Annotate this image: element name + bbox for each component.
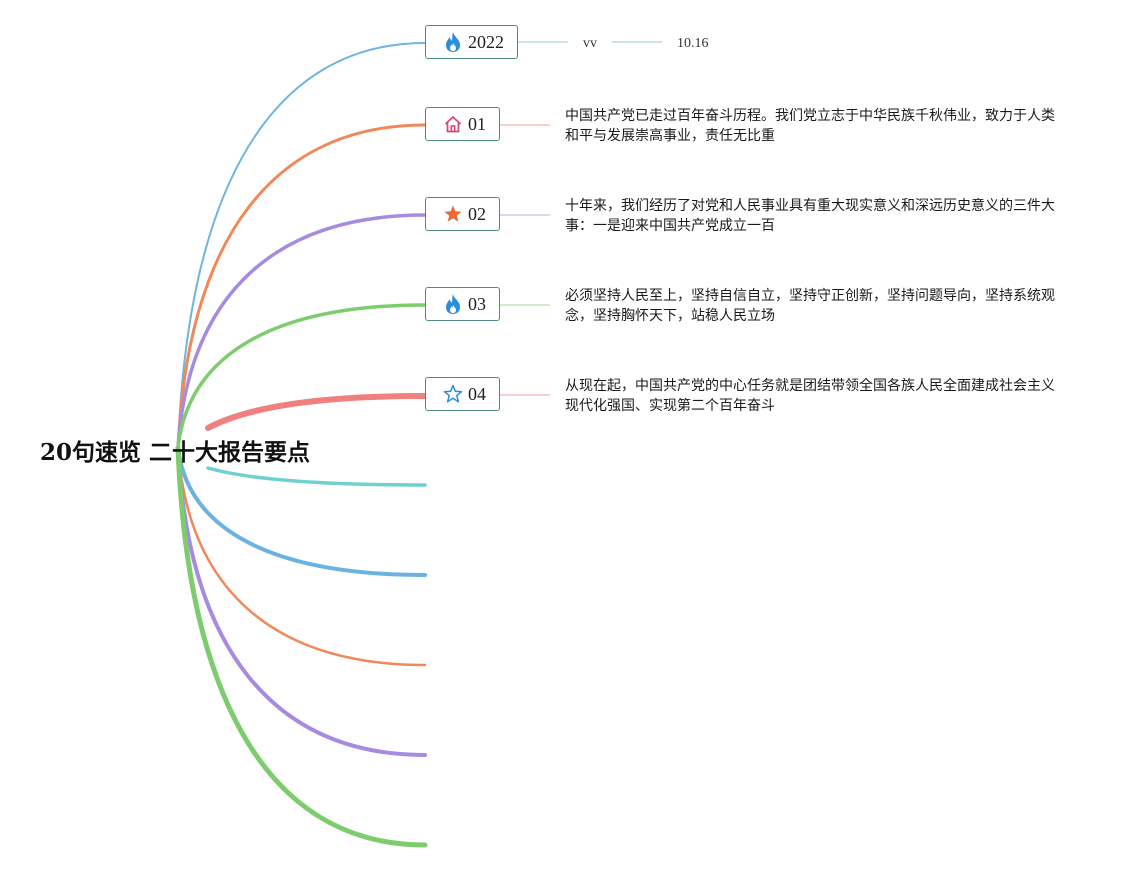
- node-label: 01: [468, 113, 486, 134]
- topic-node-03[interactable]: 03: [425, 287, 500, 321]
- topic-text-01: 中国共产党已走过百年奋斗历程。我们党立志于中华民族千秋伟业，致力于人类和平与发展…: [565, 108, 1055, 144]
- branch-line-8: [176, 446, 427, 667]
- branch-line-1: [177, 42, 426, 449]
- note-date: 10.16: [677, 36, 709, 51]
- node-label: 02: [468, 203, 486, 224]
- topic-node-02[interactable]: 02: [425, 197, 500, 231]
- topic-node-2022[interactable]: 2022: [425, 25, 518, 59]
- topic-text-02: 十年来，我们经历了对党和人民事业具有重大现实意义和深远历史意义的三件大事：一是迎…: [565, 198, 1055, 234]
- topic-text-04: 从现在起，中国共产党的中心任务就是团结带领全国各族人民全面建成社会主义现代化强国…: [565, 378, 1055, 414]
- branch-line-9: [176, 446, 427, 757]
- star-filled-icon: [443, 204, 463, 224]
- branch-line-3: [176, 213, 427, 450]
- note-vv: vv: [583, 36, 597, 51]
- branch-line-5: [205, 393, 428, 431]
- node-label: 03: [468, 293, 486, 314]
- fire-icon: [443, 294, 463, 314]
- branch-line-4: [176, 303, 427, 450]
- topic-text-03: 必须坚持人民至上，坚持自信自立，坚持守正创新，坚持问题导向，坚持系统观念，坚持胸…: [565, 288, 1055, 324]
- house-icon: [443, 114, 463, 134]
- topic-node-01[interactable]: 01: [425, 107, 500, 141]
- node-label: 2022: [468, 31, 504, 52]
- node-label: 04: [468, 383, 486, 404]
- branch-line-2: [176, 123, 427, 450]
- branch-line-10: [175, 445, 428, 848]
- branch-line-7: [176, 446, 427, 577]
- root-topic[interactable]: 20句速览 二十大报告要点: [40, 439, 311, 466]
- fire-icon: [443, 32, 463, 52]
- star-outline-icon: [443, 384, 463, 404]
- topic-node-04[interactable]: 04: [425, 377, 500, 411]
- branch-line-6: [206, 466, 427, 487]
